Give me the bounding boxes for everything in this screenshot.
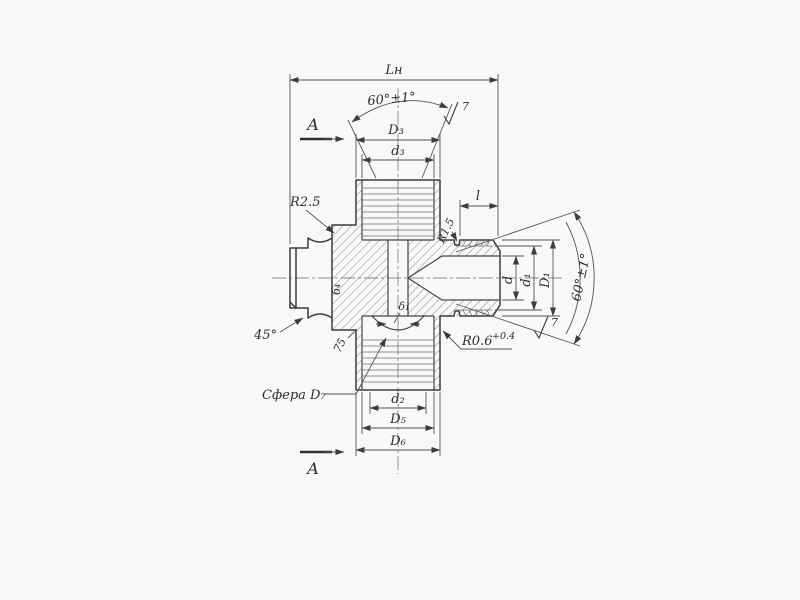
label-R06-tolerance: +0.4 xyxy=(492,331,515,342)
label-D1: D₁ xyxy=(538,272,553,289)
leader-R06 xyxy=(442,330,462,350)
label-d1: d₁ xyxy=(519,273,534,287)
label-thread-length: l xyxy=(476,189,480,204)
label-sphere: Сфера D₇ xyxy=(262,388,326,403)
angle-right-leg-lower xyxy=(455,303,581,347)
hatch-top-left-wall xyxy=(356,180,362,240)
label-R25: R2.5 xyxy=(289,195,320,210)
angle-top-arc xyxy=(351,100,449,123)
label-overall-length: Lн xyxy=(384,63,402,78)
part-outline xyxy=(289,179,501,391)
hex-outline xyxy=(289,237,333,319)
label-75: 75 xyxy=(331,336,349,354)
label-roughness-right: 7 xyxy=(551,316,558,329)
angle-top-leg-right xyxy=(421,103,453,179)
label-R06: R0.6 xyxy=(461,334,492,349)
hatch-lower-right-wall xyxy=(408,278,500,316)
label-delta1: δ₁ xyxy=(398,300,409,313)
thread-lines xyxy=(362,187,492,383)
thread-lines-top xyxy=(362,187,434,237)
angle-right-arc xyxy=(573,211,595,345)
label-d3: d₃ xyxy=(391,144,405,159)
leader-75 xyxy=(347,328,358,339)
label-D3: D₃ xyxy=(387,123,404,138)
cap-chamfer-edge xyxy=(289,301,297,309)
label-roughness-top: 7 xyxy=(462,100,469,113)
leader-R15 xyxy=(450,231,458,242)
roughness-icon-top xyxy=(443,101,459,126)
angle-right-arc-inner xyxy=(565,221,581,335)
cone-lower-edge xyxy=(407,277,443,301)
label-b4: б₄ xyxy=(330,284,343,295)
label-section-bottom: A xyxy=(305,459,319,478)
label-d2: d₂ xyxy=(391,392,405,407)
label-section-top: A xyxy=(305,115,319,134)
label-d: d xyxy=(501,276,516,284)
leader-lines xyxy=(279,209,512,395)
angle-right-leg-upper xyxy=(455,209,581,253)
hatch-flange-midleft xyxy=(332,225,388,330)
hatch-bottom-right-wall xyxy=(434,316,440,390)
leader-delta1 xyxy=(393,312,401,324)
leader-R25 xyxy=(305,209,335,234)
cone-upper-edge xyxy=(407,255,443,279)
leader-sphere xyxy=(324,337,387,395)
leader-45 xyxy=(279,317,304,333)
angle-top-leg-left xyxy=(347,119,377,179)
thread-lines-bottom xyxy=(362,339,434,383)
labels: Lн 60°±1° 7 A D₃ d₃ R2.5 R1.5 l d d₁ D₁ … xyxy=(253,63,594,478)
body-outline xyxy=(331,179,501,391)
sphere-seat-arc xyxy=(371,315,425,331)
label-D6: D₆ xyxy=(389,434,406,449)
hatch-bottom-left-wall xyxy=(356,316,362,390)
label-D5: D₅ xyxy=(389,412,406,427)
section-hatching xyxy=(332,180,500,390)
roughness-marks xyxy=(443,101,549,340)
hatch-upper-right-wall xyxy=(408,240,500,278)
label-angle-top: 60°±1° xyxy=(367,90,417,109)
roughness-icon-right xyxy=(533,315,549,340)
dimension-lines xyxy=(289,74,595,456)
label-chamfer-45: 45° xyxy=(253,328,277,343)
label-angle-right: 60°±1° xyxy=(569,252,594,303)
hatch-top-right-wall xyxy=(434,180,440,240)
section-marks xyxy=(300,135,345,456)
